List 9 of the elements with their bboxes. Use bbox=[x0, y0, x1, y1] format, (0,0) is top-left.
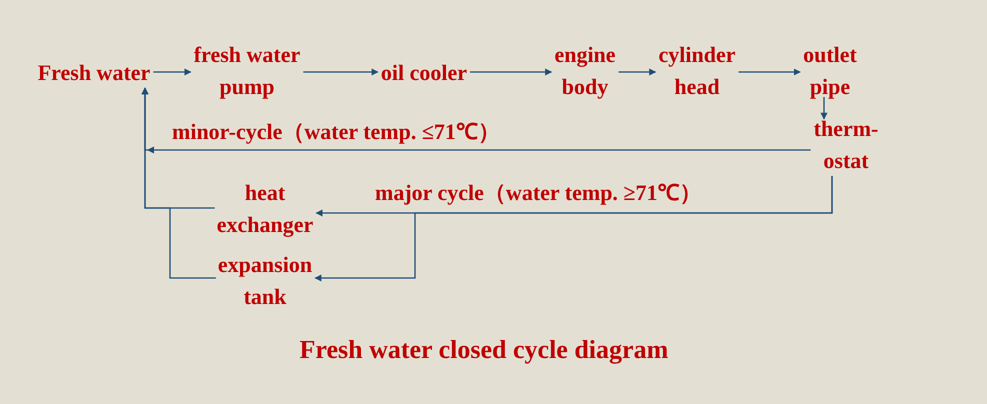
component-label: therm-ostat bbox=[811, 113, 881, 177]
component-label: cylinder head bbox=[652, 39, 742, 103]
component-label: Fresh water bbox=[24, 57, 164, 89]
component-label: expansion tank bbox=[200, 249, 330, 313]
component-label: fresh water pump bbox=[182, 39, 312, 103]
caption: Fresh water closed cycle diagram bbox=[300, 335, 668, 365]
component-label: oil cooler bbox=[364, 57, 484, 89]
component-label: engine body bbox=[545, 39, 625, 103]
component-label: outlet pipe bbox=[790, 39, 870, 103]
